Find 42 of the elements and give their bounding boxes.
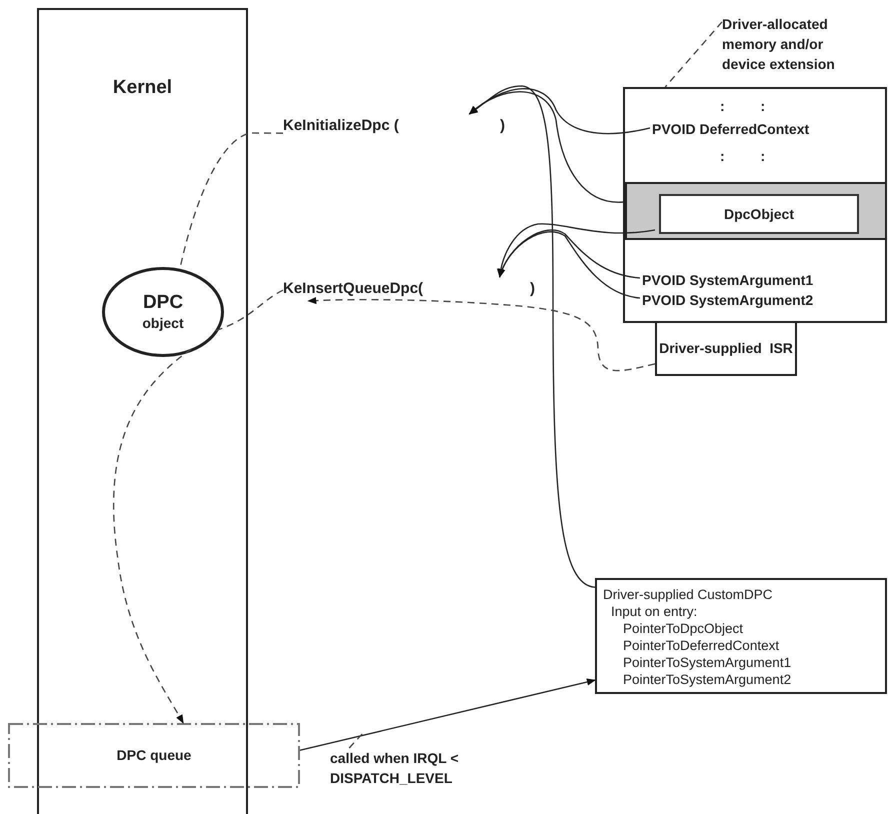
dashed-connector [307, 297, 656, 372]
node-label: object [142, 315, 184, 333]
function-name: KeInitializeDpc ( [283, 116, 399, 136]
parameter-text: Driver-supplied CustomDPC [603, 586, 774, 603]
dashed-connector [214, 290, 284, 332]
annotation-text: called when IRQL < DISPATCH_LEVEL [330, 749, 460, 788]
node-label: DpcObject [724, 204, 794, 224]
field-text: PVOID DeferredContext [652, 120, 810, 139]
shaded-band [625, 182, 887, 240]
connector [468, 85, 596, 588]
dpc-object-box [659, 194, 859, 234]
function-name: ) [500, 116, 505, 136]
field-text: PVOID SystemArgument1 [642, 271, 814, 290]
ellipsis-dots: : : [720, 97, 766, 116]
parameter-text: PointerToDpcObject [622, 620, 744, 637]
custom-dpc-box [595, 578, 887, 694]
ellipsis-dots: : : [720, 147, 766, 166]
parameter-text: Input on entry: [610, 603, 698, 620]
connector [300, 678, 596, 751]
function-name: ) [530, 278, 535, 299]
dashed-connector [348, 732, 364, 748]
dashed-connector [113, 348, 192, 724]
annotation-text: Driver-allocated memory and/or device extension [722, 15, 836, 74]
node-label: Driver-supplied ISR [659, 339, 793, 358]
column-title: Kernel [112, 76, 174, 100]
connector [468, 91, 623, 203]
parameter-text: PointerToDeferredContext [622, 637, 780, 654]
isr-box [655, 321, 797, 376]
parameter-text: PointerToSystemArgument2 [622, 671, 792, 688]
kernel-column [37, 8, 248, 814]
memory-box [623, 87, 887, 323]
field-text: PVOID SystemArgument2 [642, 291, 814, 310]
node-label: DPC queue [116, 746, 192, 765]
connector [498, 231, 640, 299]
dashed-connector [180, 132, 283, 268]
connector [497, 223, 656, 278]
dpc-queue-box [8, 723, 300, 788]
dashed-connector [664, 22, 722, 88]
dpc-object-ellipse [102, 267, 224, 357]
node-label: DPC [142, 291, 184, 316]
parameter-text: PointerToSystemArgument1 [622, 654, 792, 671]
function-name: KeInsertQueueDpc( [283, 278, 424, 299]
